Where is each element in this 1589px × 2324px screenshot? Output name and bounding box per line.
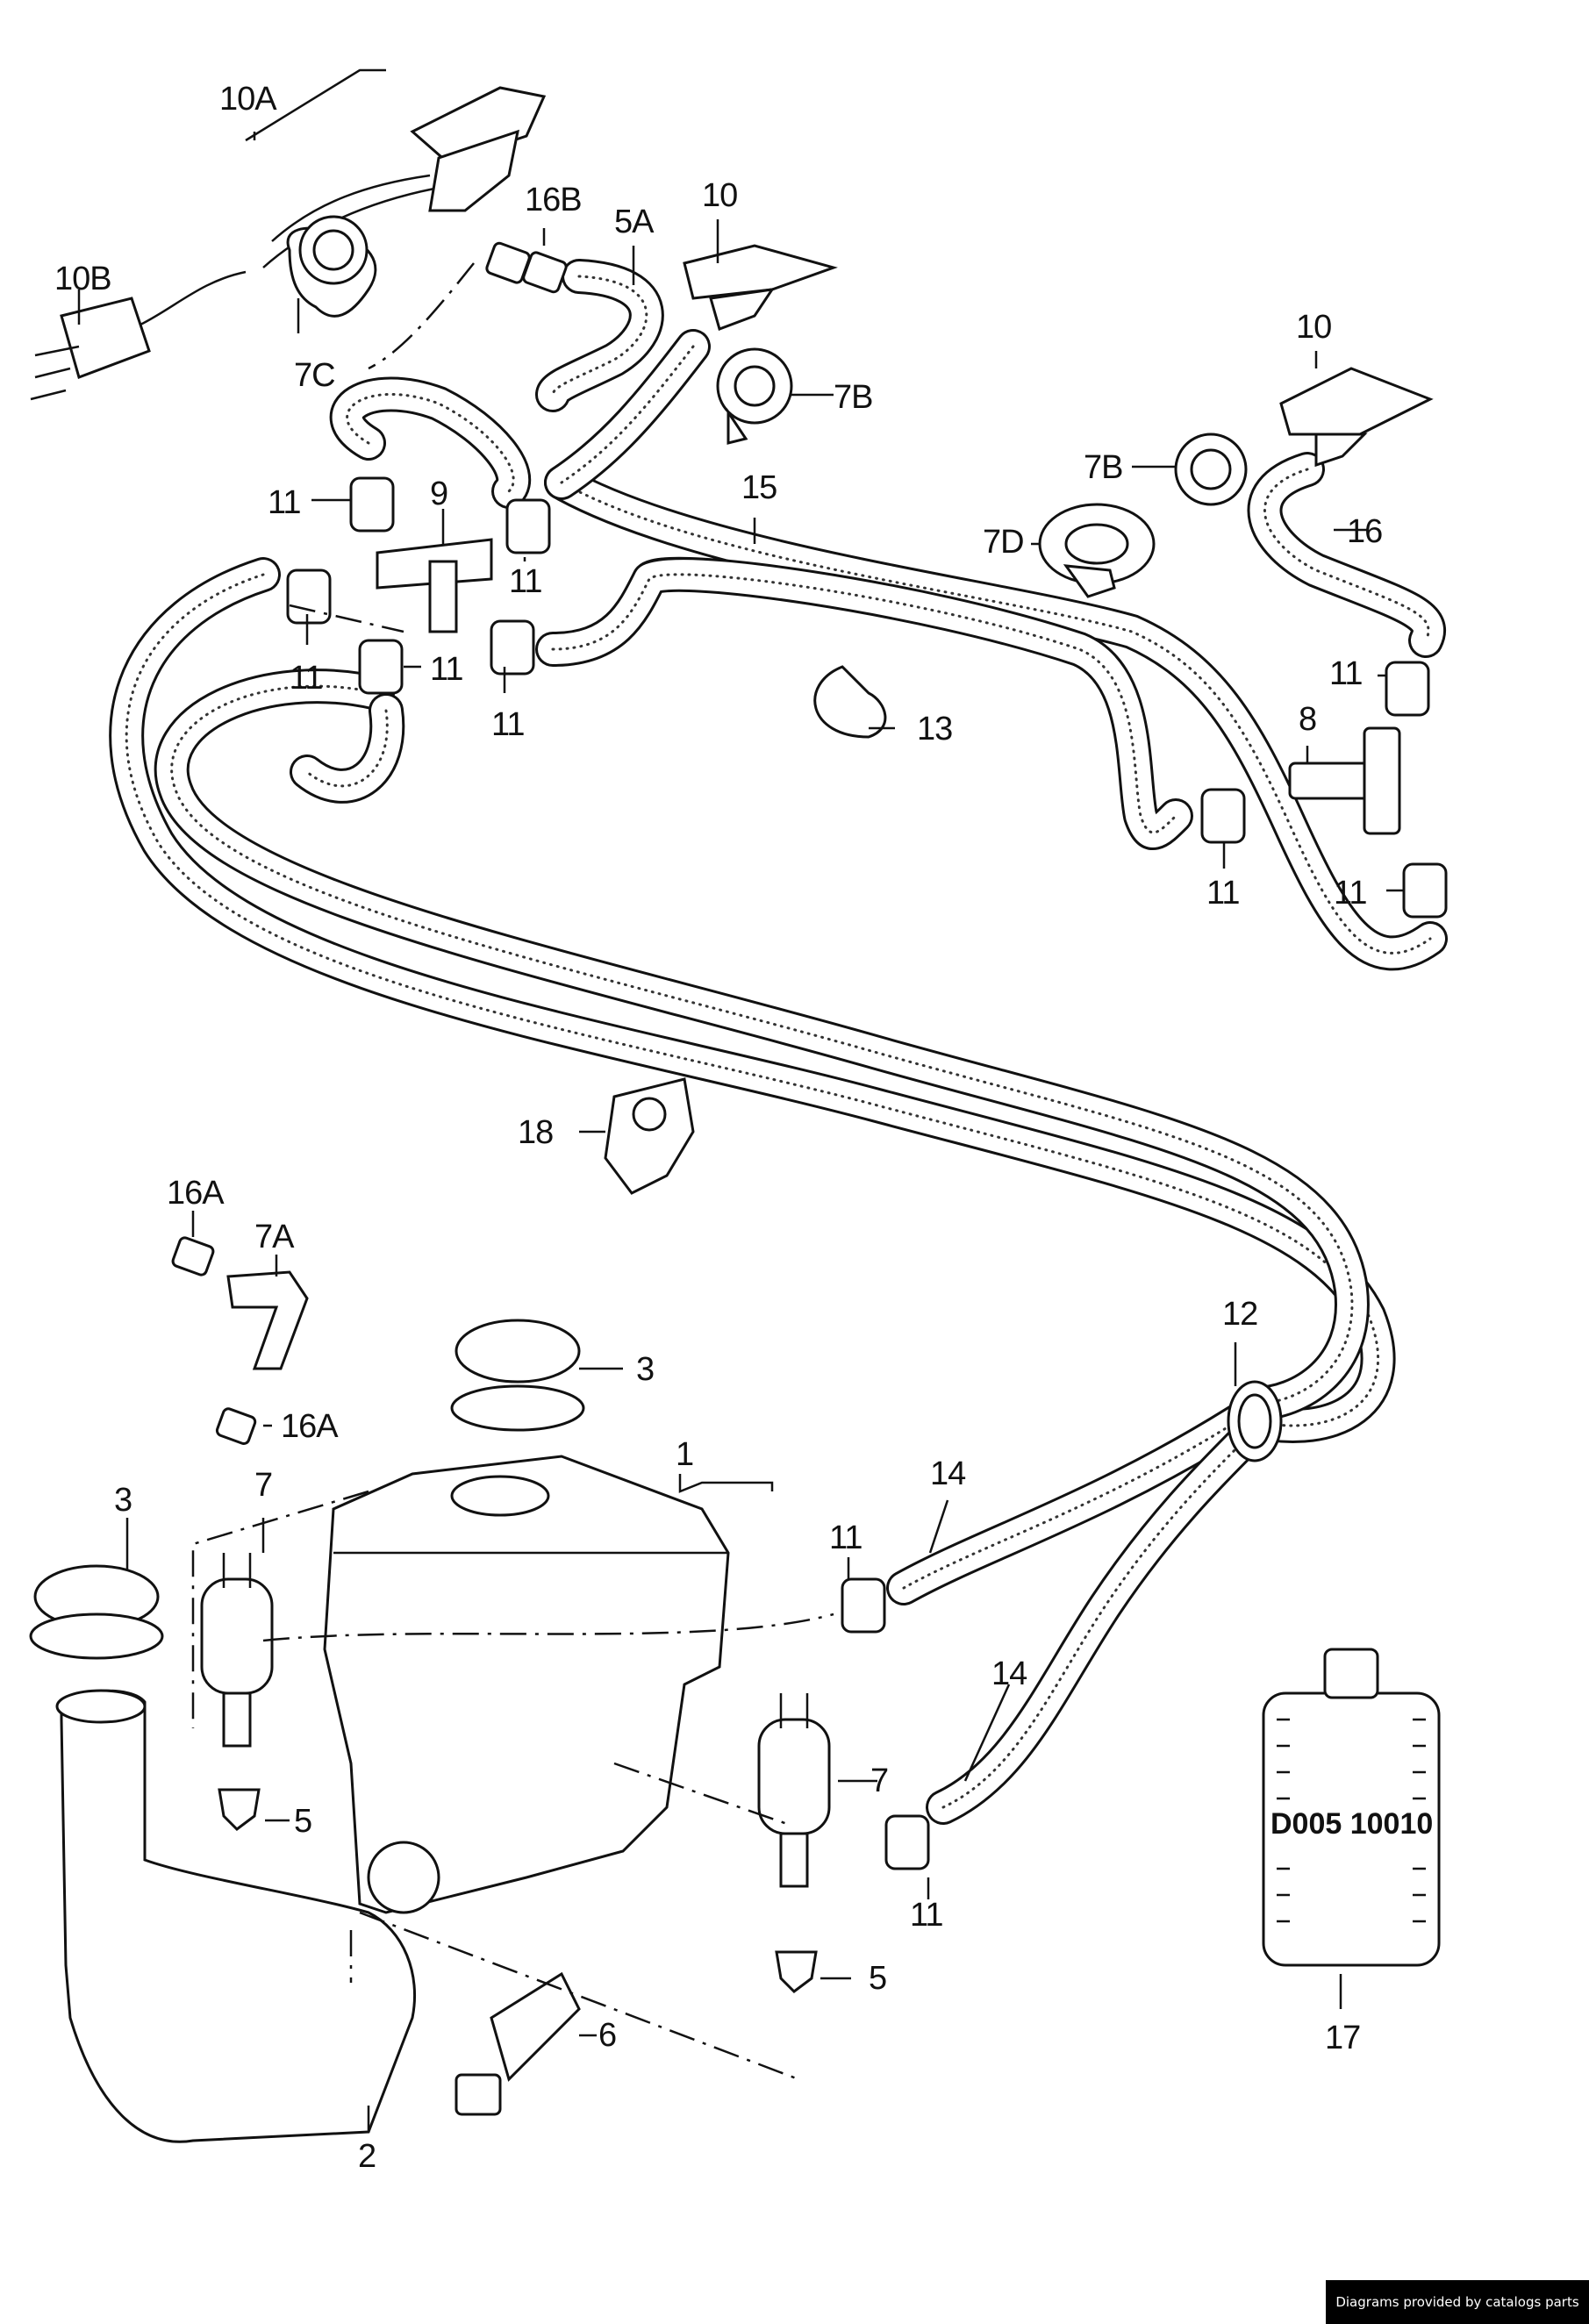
label-10B: 10B <box>54 261 111 297</box>
bottle-code: D005 10010 <box>1270 1807 1433 1841</box>
label-7B-right: 7B <box>1084 449 1122 486</box>
label-10-right: 10 <box>1296 309 1331 346</box>
label-16: 16 <box>1347 513 1382 550</box>
label-11-g: 11 <box>1206 875 1239 912</box>
label-12: 12 <box>1222 1296 1257 1333</box>
label-11-c: 11 <box>290 660 322 697</box>
label-10A: 10A <box>219 81 277 118</box>
label-2: 2 <box>358 2138 376 2175</box>
label-11-i: 11 <box>829 1520 862 1556</box>
label-5-right: 5 <box>869 1960 886 1997</box>
label-7-right: 7 <box>870 1763 888 1799</box>
label-15: 15 <box>741 469 777 506</box>
label-11-h: 11 <box>1334 875 1366 912</box>
label-11-d: 11 <box>430 651 462 688</box>
label-3-top: 3 <box>636 1351 654 1388</box>
label-14-bot: 14 <box>991 1655 1027 1692</box>
label-6: 6 <box>598 2017 616 2054</box>
label-11-j: 11 <box>910 1897 942 1934</box>
label-3-left: 3 <box>114 1482 132 1519</box>
label-7D: 7D <box>983 524 1024 561</box>
label-7C: 7C <box>294 357 335 394</box>
callout-labels: 10A 10B 7C 16B 5A 10 7B 10 7B 16 7D 15 9… <box>54 81 1433 2175</box>
label-13: 13 <box>917 711 952 747</box>
label-16A-mid: 16A <box>281 1408 339 1445</box>
label-5A: 5A <box>614 204 655 240</box>
label-14-top: 14 <box>930 1455 966 1492</box>
label-7A: 7A <box>254 1219 295 1255</box>
label-5-left: 5 <box>294 1803 311 1840</box>
leader-lines <box>77 68 1404 2132</box>
label-1: 1 <box>676 1436 693 1473</box>
label-11-f: 11 <box>1329 655 1362 692</box>
label-18: 18 <box>518 1114 553 1151</box>
label-16B: 16B <box>525 182 582 218</box>
label-10-top: 10 <box>702 177 737 214</box>
label-7B-top: 7B <box>834 379 872 416</box>
label-16A-top: 16A <box>167 1175 225 1212</box>
label-9: 9 <box>430 476 447 512</box>
parts-group <box>29 86 1448 2143</box>
label-8: 8 <box>1299 701 1316 738</box>
label-7-left: 7 <box>254 1467 272 1504</box>
label-17: 17 <box>1325 2020 1360 2056</box>
label-11-b: 11 <box>509 563 541 600</box>
footer-credit[interactable]: Diagrams provided by catalogs parts <box>1326 2280 1589 2324</box>
hose-group <box>109 259 1448 1825</box>
label-11-e: 11 <box>491 706 524 743</box>
label-11-a: 11 <box>268 484 300 521</box>
